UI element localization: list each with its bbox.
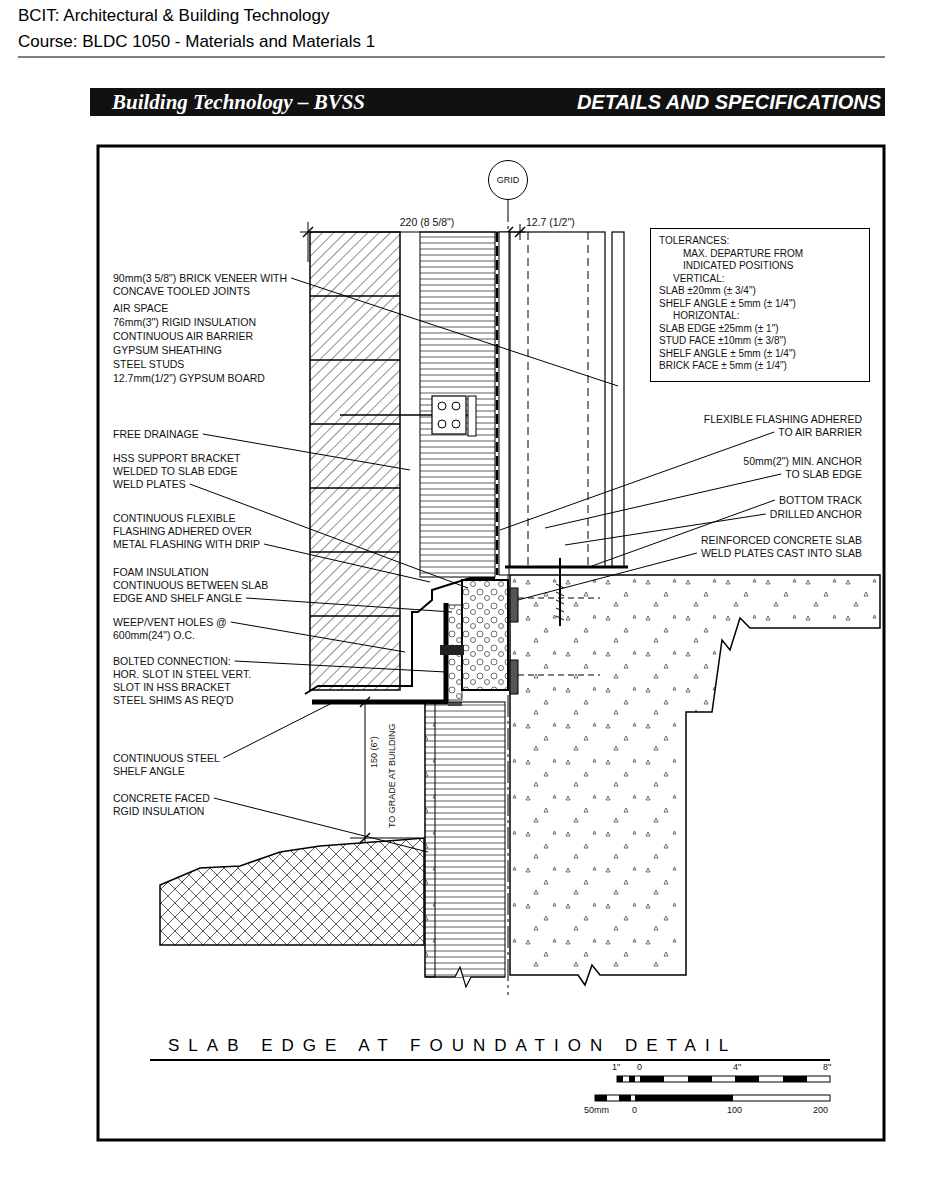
- dimension-text: 150 (6"): [369, 736, 380, 768]
- callout-label: 4": [733, 1062, 741, 1073]
- callout-label: 200: [813, 1105, 828, 1116]
- node-text: TOLERANCES:: [659, 235, 861, 248]
- node-text: SLAB ±20mm (± 3/4"): [659, 285, 861, 298]
- node-text: MAX. DEPARTURE FROM INDICATED POSITIONS: [683, 248, 833, 273]
- callout-label: CONTINUOUS FLEXIBLE FLASHING ADHERED OVE…: [113, 512, 283, 551]
- leader-line: [264, 544, 430, 582]
- callout-label: 12.7mm(1/2") GYPSUM BOARD: [113, 372, 298, 385]
- dimension-text: TO GRADE AT BUILDING: [387, 723, 398, 828]
- node-text: GRID: [497, 175, 520, 185]
- drawing-title: SLAB EDGE AT FOUNDATION DETAIL: [168, 1036, 737, 1056]
- callout-label: 50mm(2") MIN. ANCHOR TO SLAB EDGE: [736, 455, 862, 481]
- callout-label: 50mm: [584, 1105, 609, 1116]
- header-text: Course: BLDC 1050 - Materials and Materi…: [18, 32, 375, 52]
- node-text: DETAILS AND SPECIFICATIONS: [577, 91, 881, 114]
- node-text: STUD FACE ±10mm (± 3/8"): [659, 335, 861, 348]
- callout-label: STEEL STUDS: [113, 358, 298, 371]
- callout-label: AIR SPACE: [113, 302, 298, 315]
- node-text: Building Technology – BVSS: [112, 90, 365, 115]
- callout-label: 76mm(3") RIGID INSULATION: [113, 316, 298, 329]
- callout-label: FREE DRAINAGE: [113, 428, 293, 441]
- callout-label: BOTTOM TRACK: [712, 494, 862, 507]
- grid-bubble: GRID: [488, 160, 528, 200]
- callout-label: 90mm(3 5/8") BRICK VENEER WITH CONCAVE T…: [113, 272, 298, 298]
- header-band: Building Technology – BVSS DETAILS AND SP…: [90, 88, 885, 116]
- callout-label: FOAM INSULATION CONTINUOUS BETWEEN SLAB …: [113, 566, 278, 605]
- node-text: SLAB EDGE ±25mm (± 1"): [659, 323, 861, 336]
- leader-line: [545, 474, 781, 528]
- header-text: BCIT: Architectural & Building Technolog…: [18, 6, 330, 26]
- callout-label: 220 (8 5/8"): [372, 216, 482, 229]
- callout-label: WEEP/VENT HOLES @ 600mm(24") O.C.: [113, 616, 233, 642]
- leader-line: [235, 661, 446, 672]
- callout-label: CONTINUOUS STEEL SHELF ANGLE: [113, 752, 243, 778]
- callout-label: 0: [632, 1105, 637, 1116]
- leader-line: [246, 598, 452, 612]
- node-text: SHELF ANGLE ± 5mm (± 1/4"): [659, 298, 861, 311]
- node-text: SHELF ANGLE ± 5mm (± 1/4"): [659, 348, 861, 361]
- callout-label: 8": [823, 1062, 831, 1073]
- callout-label: GYPSUM SHEATHING: [113, 344, 298, 357]
- callout-label: 100: [727, 1105, 742, 1116]
- callout-label: FLEXIBLE FLASHING ADHERED TO AIR BARRIER: [697, 413, 862, 439]
- callout-label: CONCRETE FACED RGID INSULATION: [113, 792, 233, 818]
- callout-label: CONTINUOUS AIR BARRIER: [113, 330, 298, 343]
- callout-label: HSS SUPPORT BRACKET WELDED TO SLAB EDGE …: [113, 452, 263, 491]
- callout-label: 0: [637, 1062, 642, 1073]
- node-text: HORIZONTAL:: [673, 310, 861, 323]
- callout-label: 12.7 (1/2"): [526, 216, 575, 229]
- leader-line: [291, 278, 618, 386]
- leader-line: [231, 622, 405, 652]
- node-text: BRICK FACE ± 5mm (± 1/4"): [659, 360, 861, 373]
- callout-label: BOLTED CONNECTION: HOR. SLOT IN STEEL VE…: [113, 655, 258, 707]
- node-text: VERTICAL:: [673, 273, 861, 286]
- callout-label: DRILLED ANCHOR: [712, 508, 862, 521]
- leader-line: [518, 553, 697, 600]
- leader-line: [223, 700, 338, 758]
- tolerance-table: TOLERANCES:MAX. DEPARTURE FROM INDICATED…: [650, 228, 870, 382]
- callout-label: REINFORCED CONCRETE SLAB WELD PLATES CAS…: [677, 534, 862, 560]
- callout-label: 1": [612, 1062, 620, 1073]
